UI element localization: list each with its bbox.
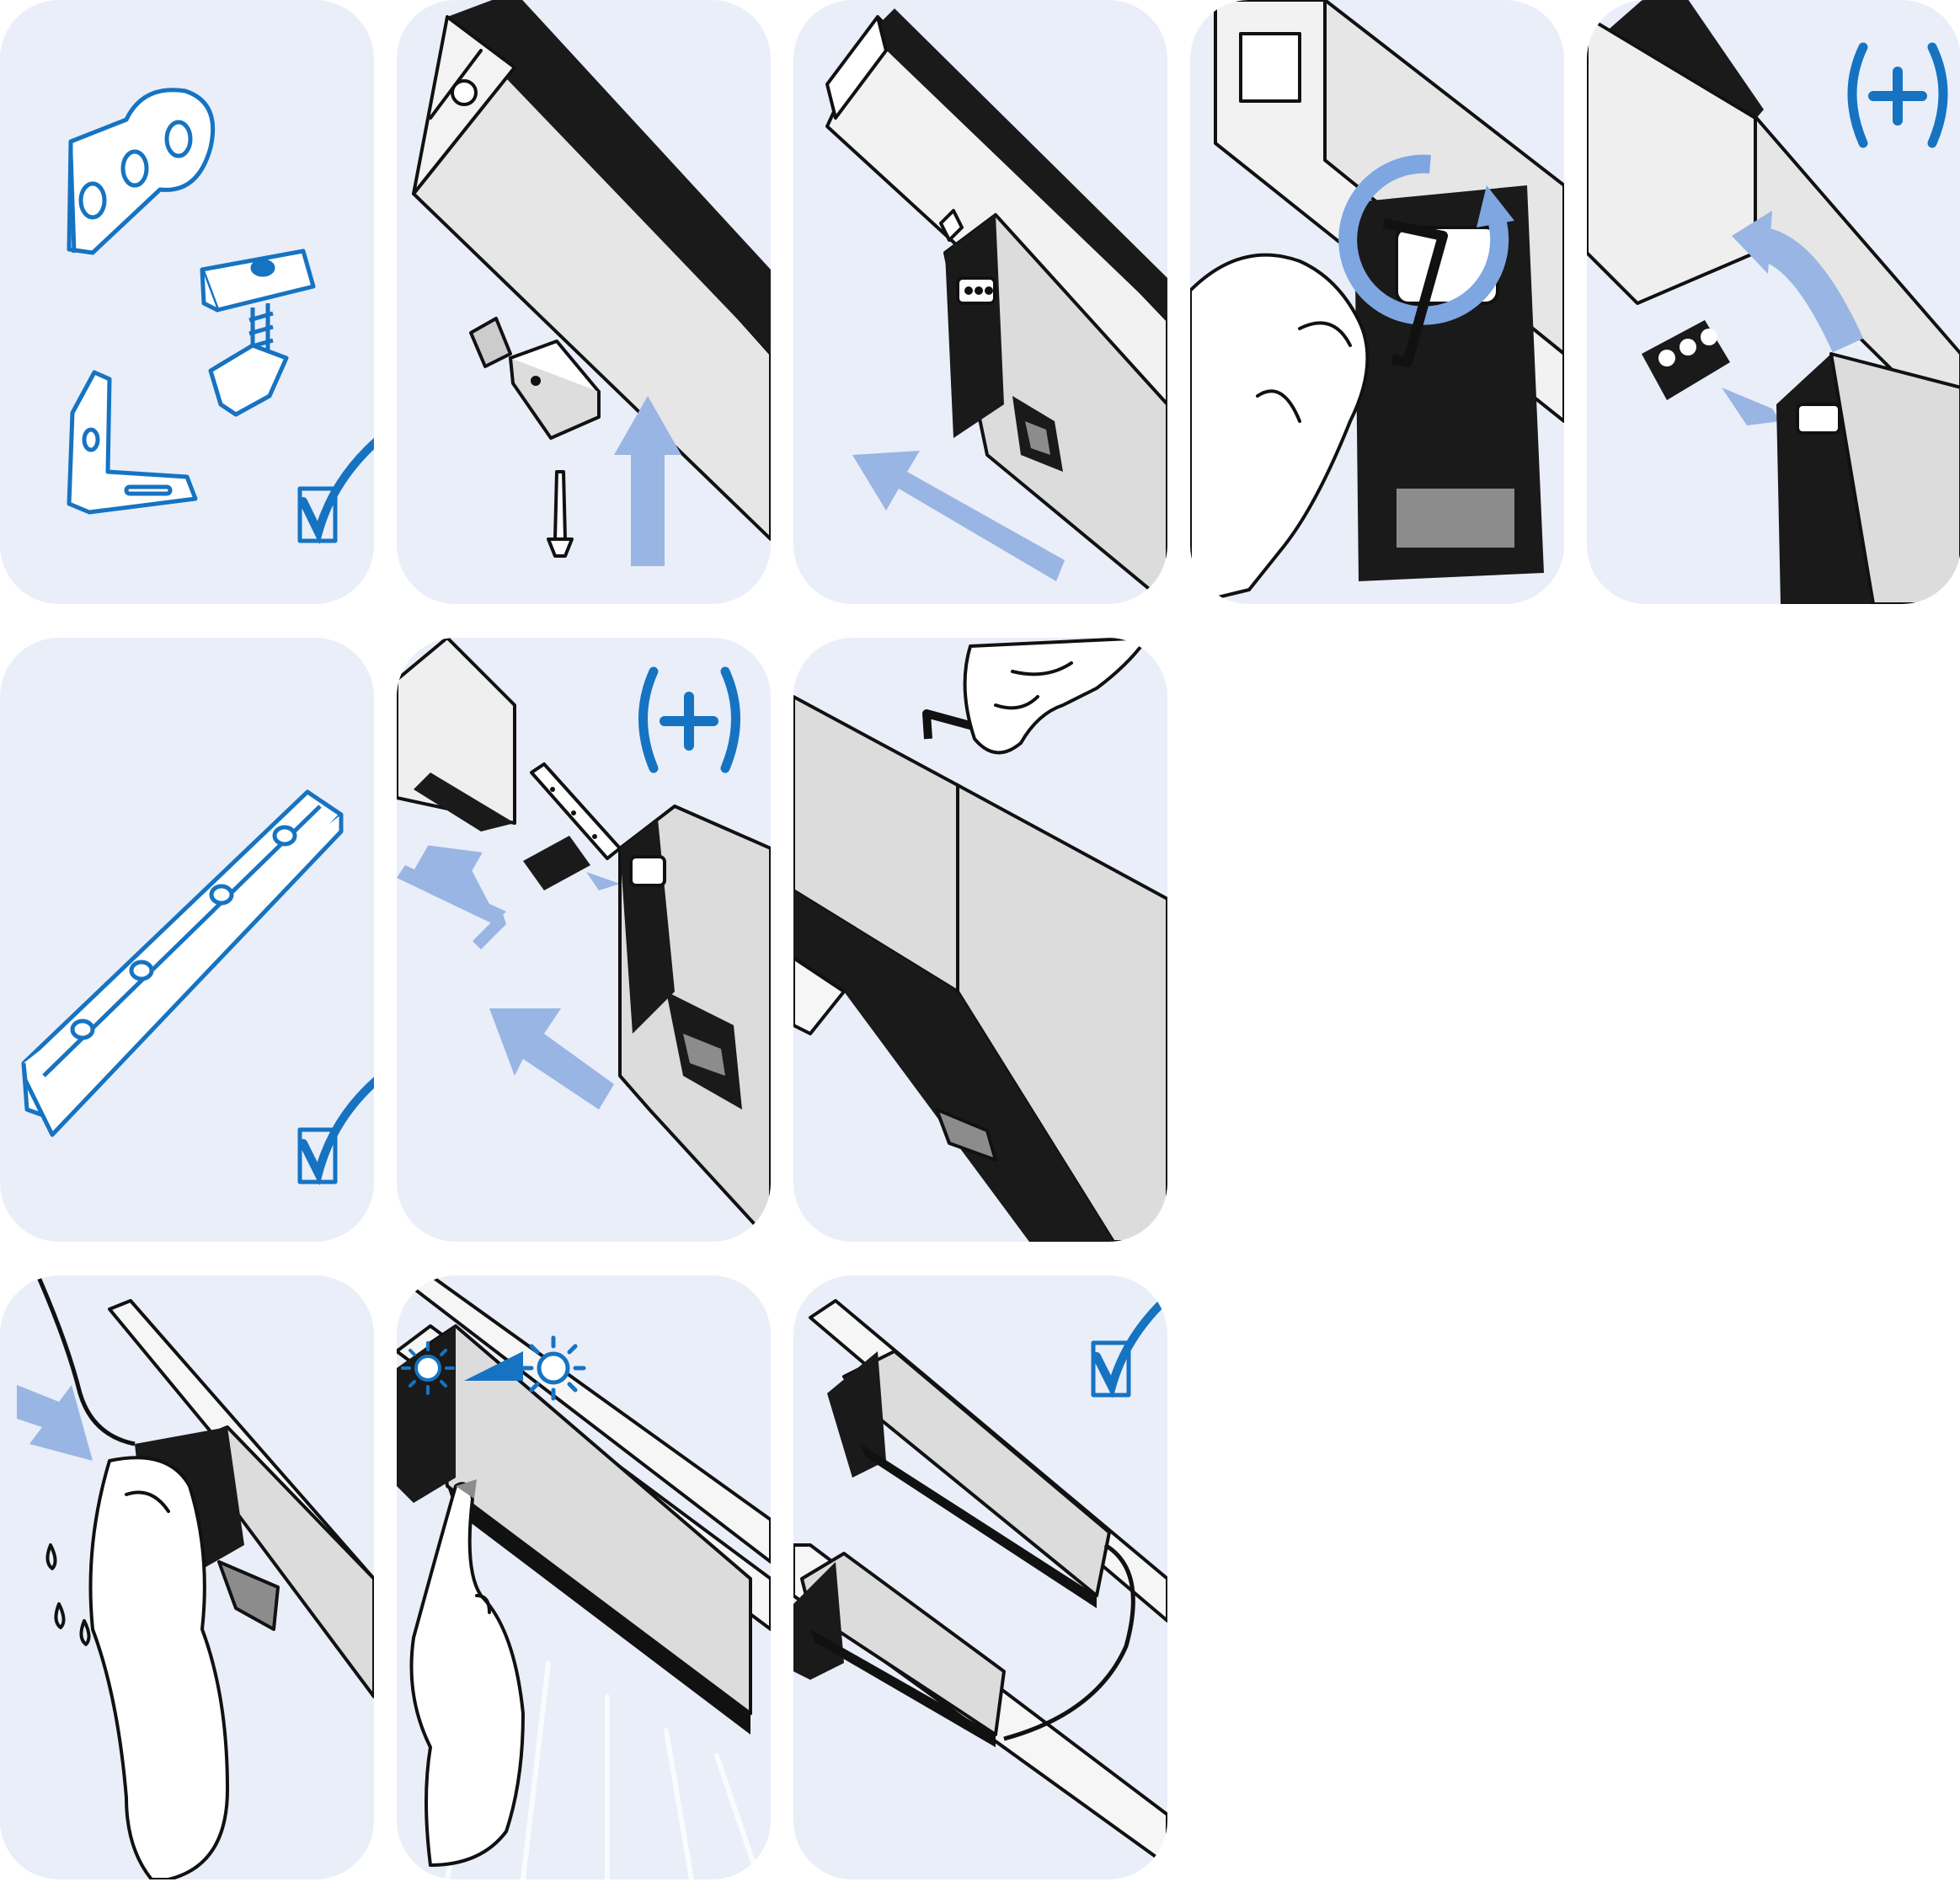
curved-arrow-icon	[1732, 211, 1864, 353]
step-8-panel	[793, 638, 1167, 1242]
light-bar-icon	[793, 1552, 1006, 1747]
plus-optional-icon	[638, 666, 740, 773]
aluminium-profile-icon	[1587, 0, 1960, 440]
aluminium-profile-icon	[397, 638, 516, 831]
step-11-panel	[793, 1275, 1167, 1879]
aluminium-profile-icon	[412, 0, 771, 541]
connector-plug-icon	[523, 836, 620, 890]
sun-dim-icon	[401, 1341, 455, 1395]
step-7-panel	[397, 638, 771, 1242]
device-end-cap-icon	[1776, 352, 1960, 604]
device-end-cap-icon	[618, 805, 771, 1242]
arrow-diagonal-icon	[852, 451, 1065, 581]
step-10-panel	[397, 1275, 771, 1879]
checkbox-checked-icon	[297, 1077, 374, 1186]
step-3-panel	[793, 0, 1167, 604]
profile-joint-icon	[793, 695, 1167, 1242]
step-4-panel	[1190, 0, 1564, 604]
arrow-up-icon	[614, 396, 681, 566]
dimmer-button	[456, 1479, 477, 1499]
step-1-panel	[0, 0, 374, 604]
step-6-panel	[0, 638, 374, 1242]
hand-icon	[963, 638, 1149, 755]
plus-optional-icon	[1847, 42, 1948, 148]
arrow-diagonal-icon	[17, 1385, 93, 1461]
connector-rail-icon	[530, 762, 622, 860]
step-5-panel	[1587, 0, 1960, 604]
device-end-cap-icon	[939, 209, 1167, 604]
slot-nut-screw-icon	[200, 249, 316, 417]
link-cable-icon	[1003, 1542, 1135, 1741]
hand-icon	[1190, 253, 1370, 604]
connector-rail-icon	[21, 789, 344, 1137]
water-drops-icon	[45, 1543, 91, 1646]
checkbox-checked-icon	[1091, 1291, 1167, 1398]
connector-plug-icon	[1642, 320, 1781, 425]
checkbox-checked-icon	[297, 437, 374, 545]
hand-icon	[88, 1456, 229, 1879]
arrows-converging-icon	[397, 845, 614, 1109]
power-cable-icon	[35, 1275, 136, 1446]
step-9-panel	[0, 1275, 374, 1879]
sun-bright-icon	[521, 1335, 586, 1401]
brightness-ramp-icon	[464, 1351, 523, 1381]
light-bar-icon	[827, 1350, 1111, 1608]
device-end-cap-icon	[1354, 185, 1544, 581]
screw-icon	[547, 470, 574, 558]
fixing-plate-icon	[67, 88, 216, 255]
slot-nut-icon	[469, 317, 601, 440]
rotate-arrow-icon	[1338, 154, 1514, 325]
angle-bracket-icon	[67, 370, 198, 515]
hex-key-icon	[1382, 218, 1448, 367]
step-2-panel	[397, 0, 771, 604]
finger-icon	[409, 1482, 525, 1867]
